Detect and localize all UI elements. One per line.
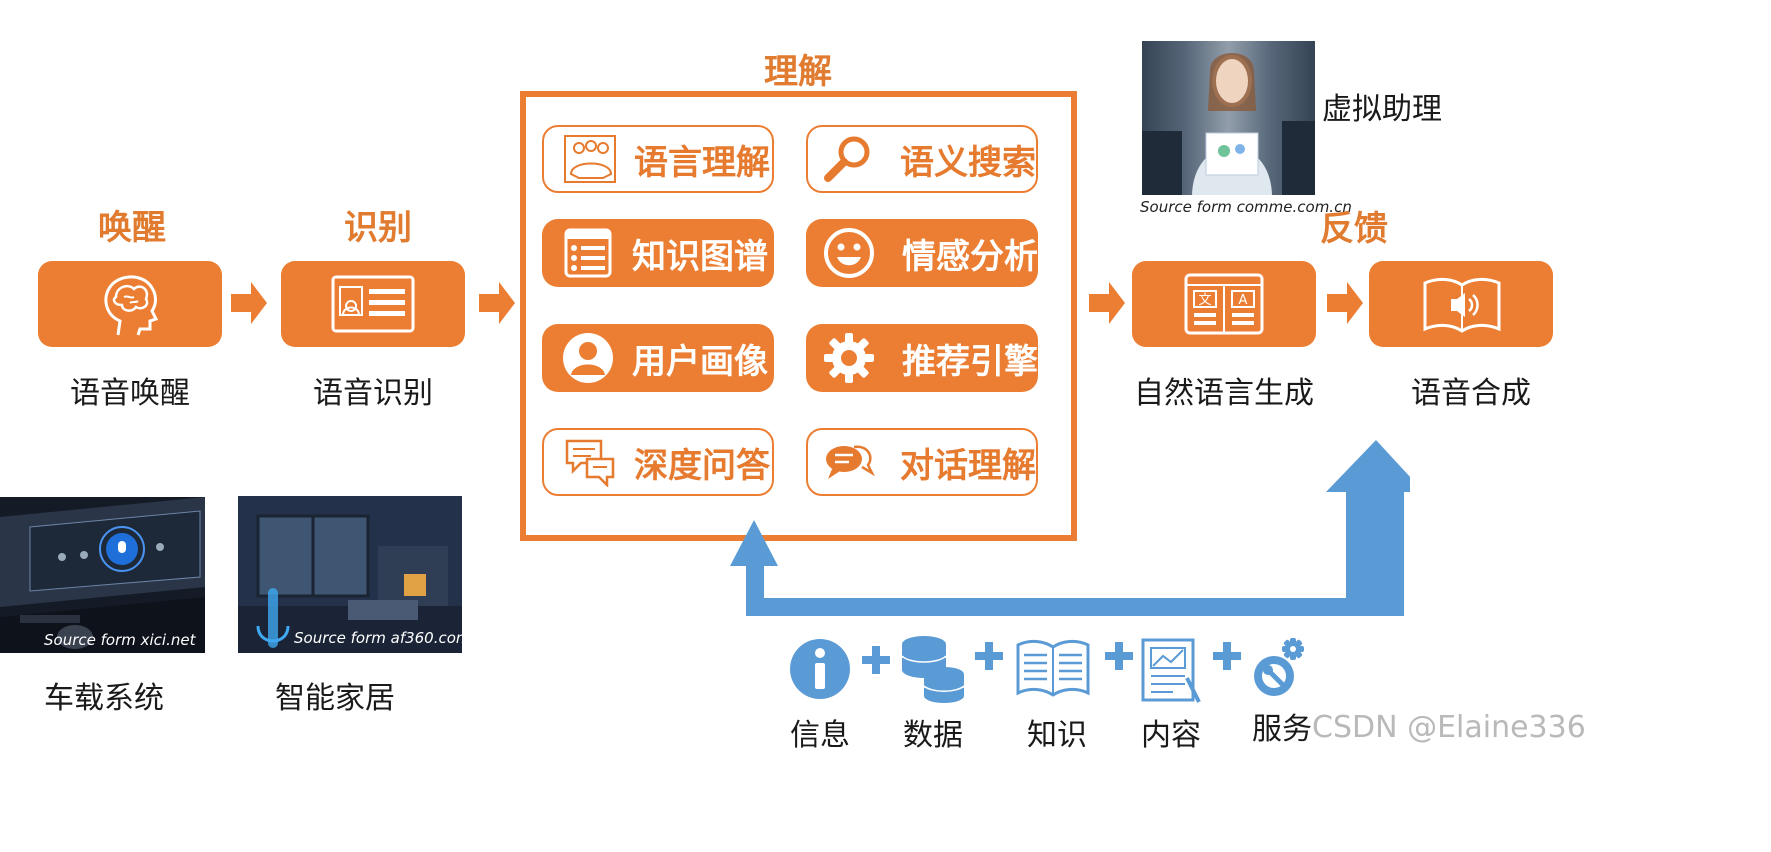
watermark: CSDN @Elaine336 (1312, 710, 1586, 745)
understanding-item-label: 对话理解 (900, 445, 1036, 486)
brain-head-icon (104, 275, 159, 336)
understanding-item-deep-qa: 深度问答 (542, 428, 774, 496)
translate-icon: 文 A (1184, 273, 1264, 335)
virtual-assistant-source: Source form comme.com.cn (1140, 198, 1352, 216)
understanding-item-label: 知识图谱 (632, 236, 768, 277)
car-system-photo: Source form xici.net (0, 497, 205, 653)
database-icon (901, 636, 965, 703)
plus-icon (862, 646, 890, 674)
nlg-stage-box: 文 A (1132, 261, 1316, 347)
understanding-item-label: 用户画像 (632, 341, 768, 382)
understanding-item-knowledge-graph: 知识图谱 (542, 219, 774, 287)
smart-home-source: Source form af360.com (294, 629, 462, 647)
tts-stage-name: 语音合成 (1411, 376, 1531, 411)
flow-arrow-1 (231, 282, 267, 324)
resource-label-service: 服务 (1252, 712, 1312, 747)
car-system-caption: 车载系统 (44, 681, 164, 716)
wake-stage-name: 语音唤醒 (70, 376, 190, 411)
gear-icon (820, 331, 878, 385)
nlg-stage-name: 自然语言生成 (1134, 376, 1314, 411)
resource-label-data: 数据 (903, 718, 963, 753)
flow-arrow-3 (1089, 282, 1125, 324)
user-icon (556, 331, 620, 385)
magnifier-icon (822, 132, 876, 186)
car-system-source: Source form xici.net (44, 631, 196, 649)
understanding-item-label: 语义搜索 (900, 142, 1036, 183)
understanding-item-sentiment: 情感分析 (806, 219, 1038, 287)
wake-stage-title: 唤醒 (98, 208, 166, 248)
smart-home-caption: 智能家居 (275, 681, 395, 716)
understanding-item-label: 语言理解 (634, 142, 770, 183)
understanding-item-dialog: 对话理解 (806, 428, 1038, 496)
svg-text:文: 文 (1198, 293, 1211, 308)
understanding-item-user-profile: 用户画像 (542, 324, 774, 392)
plus-icon (1105, 642, 1133, 670)
resource-label-knowledge: 知识 (1027, 718, 1087, 753)
resource-label-content: 内容 (1141, 718, 1201, 753)
dialog-bubble-icon (822, 435, 876, 489)
tts-stage-box (1369, 261, 1553, 347)
id-card-icon (331, 275, 415, 333)
book-icon (1016, 639, 1090, 697)
smiley-icon (820, 226, 878, 280)
understanding-item-label: 深度问答 (634, 445, 770, 486)
plus-icon (975, 642, 1003, 670)
feedback-loop-arrow (730, 440, 1410, 616)
info-icon (790, 639, 850, 699)
qa-bubble-icon (558, 435, 622, 489)
understanding-item-semantic-search: 语义搜索 (806, 125, 1038, 193)
understanding-item-language: 语言理解 (542, 125, 774, 193)
recog-stage-name: 语音识别 (313, 376, 433, 411)
virtual-assistant-label: 虚拟助理 (1322, 92, 1442, 127)
smart-home-photo: Source form af360.com (238, 496, 462, 653)
list-icon (556, 226, 620, 280)
flow-arrow-4 (1327, 282, 1363, 324)
speaker-book-icon (1423, 277, 1501, 333)
virtual-assistant-photo (1142, 41, 1315, 195)
people-chat-icon (558, 132, 622, 186)
recog-stage-box (281, 261, 465, 347)
recog-stage-title: 识别 (344, 208, 412, 248)
feedback-stage-title: 反馈 (1320, 209, 1388, 249)
flow-arrow-2 (479, 282, 515, 324)
understand-stage-title: 理解 (764, 52, 832, 92)
resource-label-info: 信息 (790, 718, 850, 753)
plus-icon (1213, 642, 1241, 670)
understanding-item-label: 推荐引擎 (902, 341, 1038, 382)
svg-text:A: A (1239, 293, 1248, 308)
understanding-item-recommendation: 推荐引擎 (806, 324, 1038, 392)
service-gear-icon (1254, 638, 1304, 696)
understanding-item-label: 情感分析 (902, 236, 1038, 277)
wake-stage-box (38, 261, 222, 347)
document-icon (1141, 638, 1201, 703)
